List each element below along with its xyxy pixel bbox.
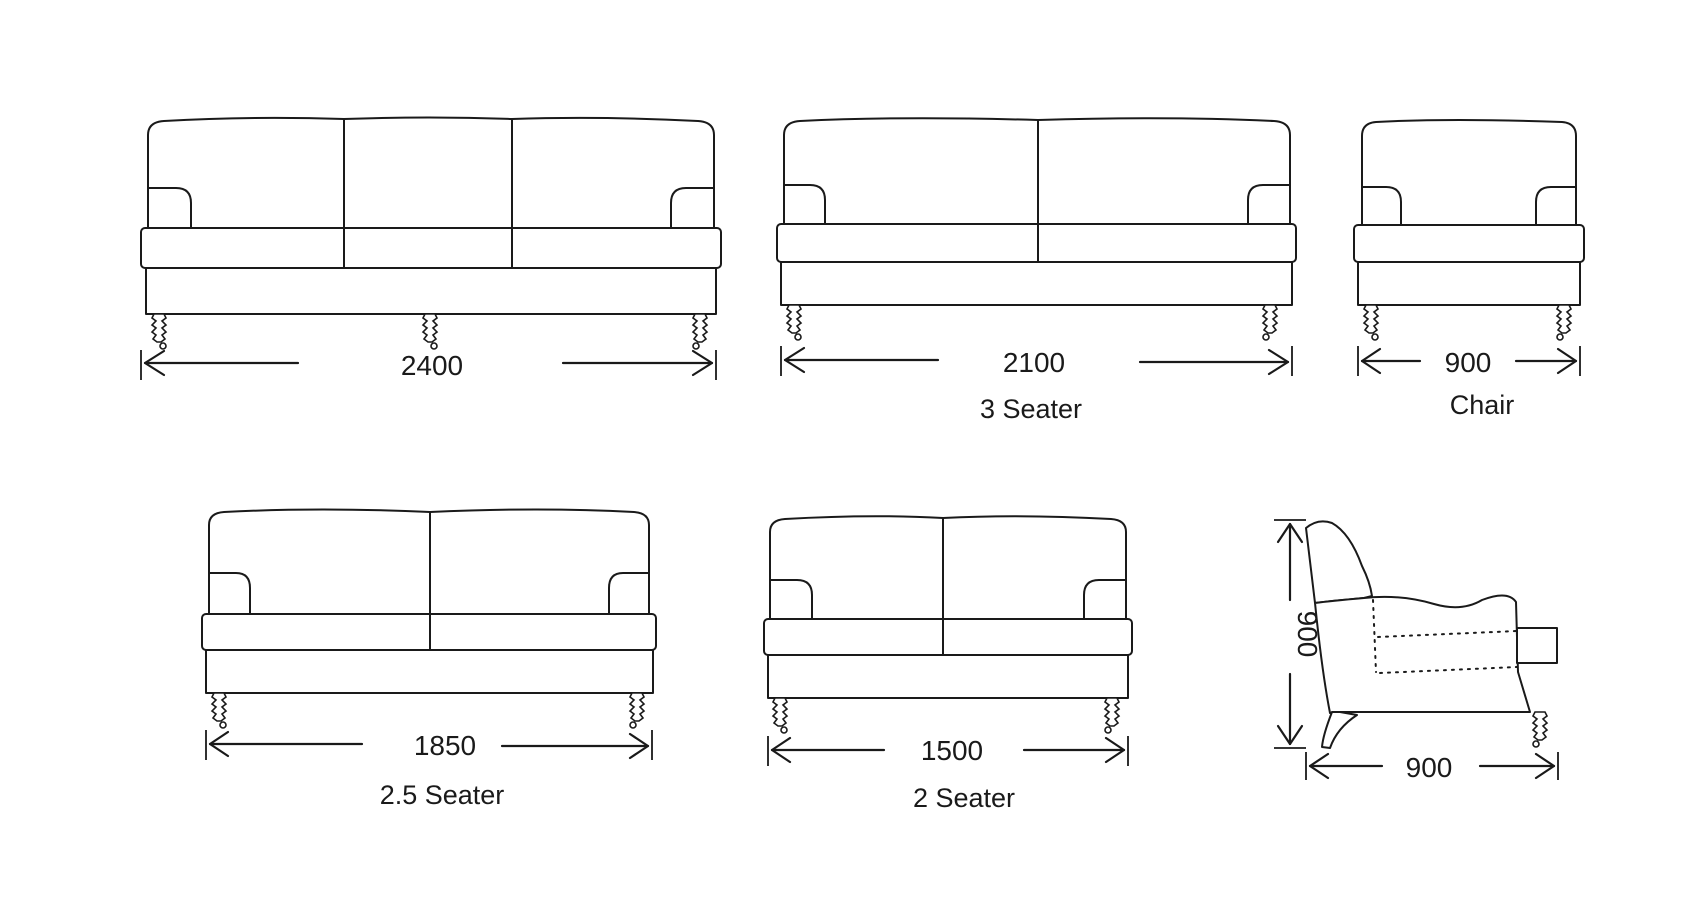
- dimension-label-1500: 1500: [921, 735, 983, 766]
- caption-2-5-seater: 2.5 Seater: [380, 780, 505, 810]
- dimension-900-height: 900: [1274, 519, 1323, 749]
- dimension-label-900-depth: 900: [1406, 752, 1453, 783]
- dimension-label-900-chair: 900: [1445, 347, 1492, 378]
- sofa-1850-front-view: [201, 508, 657, 729]
- dimension-2400: 2400: [140, 349, 717, 381]
- chair-front-view: [1353, 119, 1585, 341]
- dimension-1500: 1500: [767, 735, 1129, 766]
- sofa-2100-front-view: [776, 117, 1297, 341]
- dimension-900-chair: 900: [1357, 346, 1581, 378]
- dimension-label-2400: 2400: [401, 350, 463, 381]
- side-view-profile: [1305, 520, 1558, 749]
- dimension-900-depth: 900: [1305, 752, 1559, 783]
- sofa-2400-front-view: [140, 116, 722, 350]
- dimension-1850: 1850: [205, 730, 653, 761]
- dimension-label-900-height: 900: [1292, 611, 1323, 658]
- caption-2-seater: 2 Seater: [913, 783, 1015, 813]
- sofa-1500-front-view: [763, 515, 1133, 734]
- caption-chair: Chair: [1450, 390, 1515, 420]
- dimension-label-2100: 2100: [1003, 347, 1065, 378]
- dimension-label-1850: 1850: [414, 730, 476, 761]
- caption-3-seater: 3 Seater: [980, 394, 1082, 424]
- dimension-2100: 2100: [780, 346, 1293, 378]
